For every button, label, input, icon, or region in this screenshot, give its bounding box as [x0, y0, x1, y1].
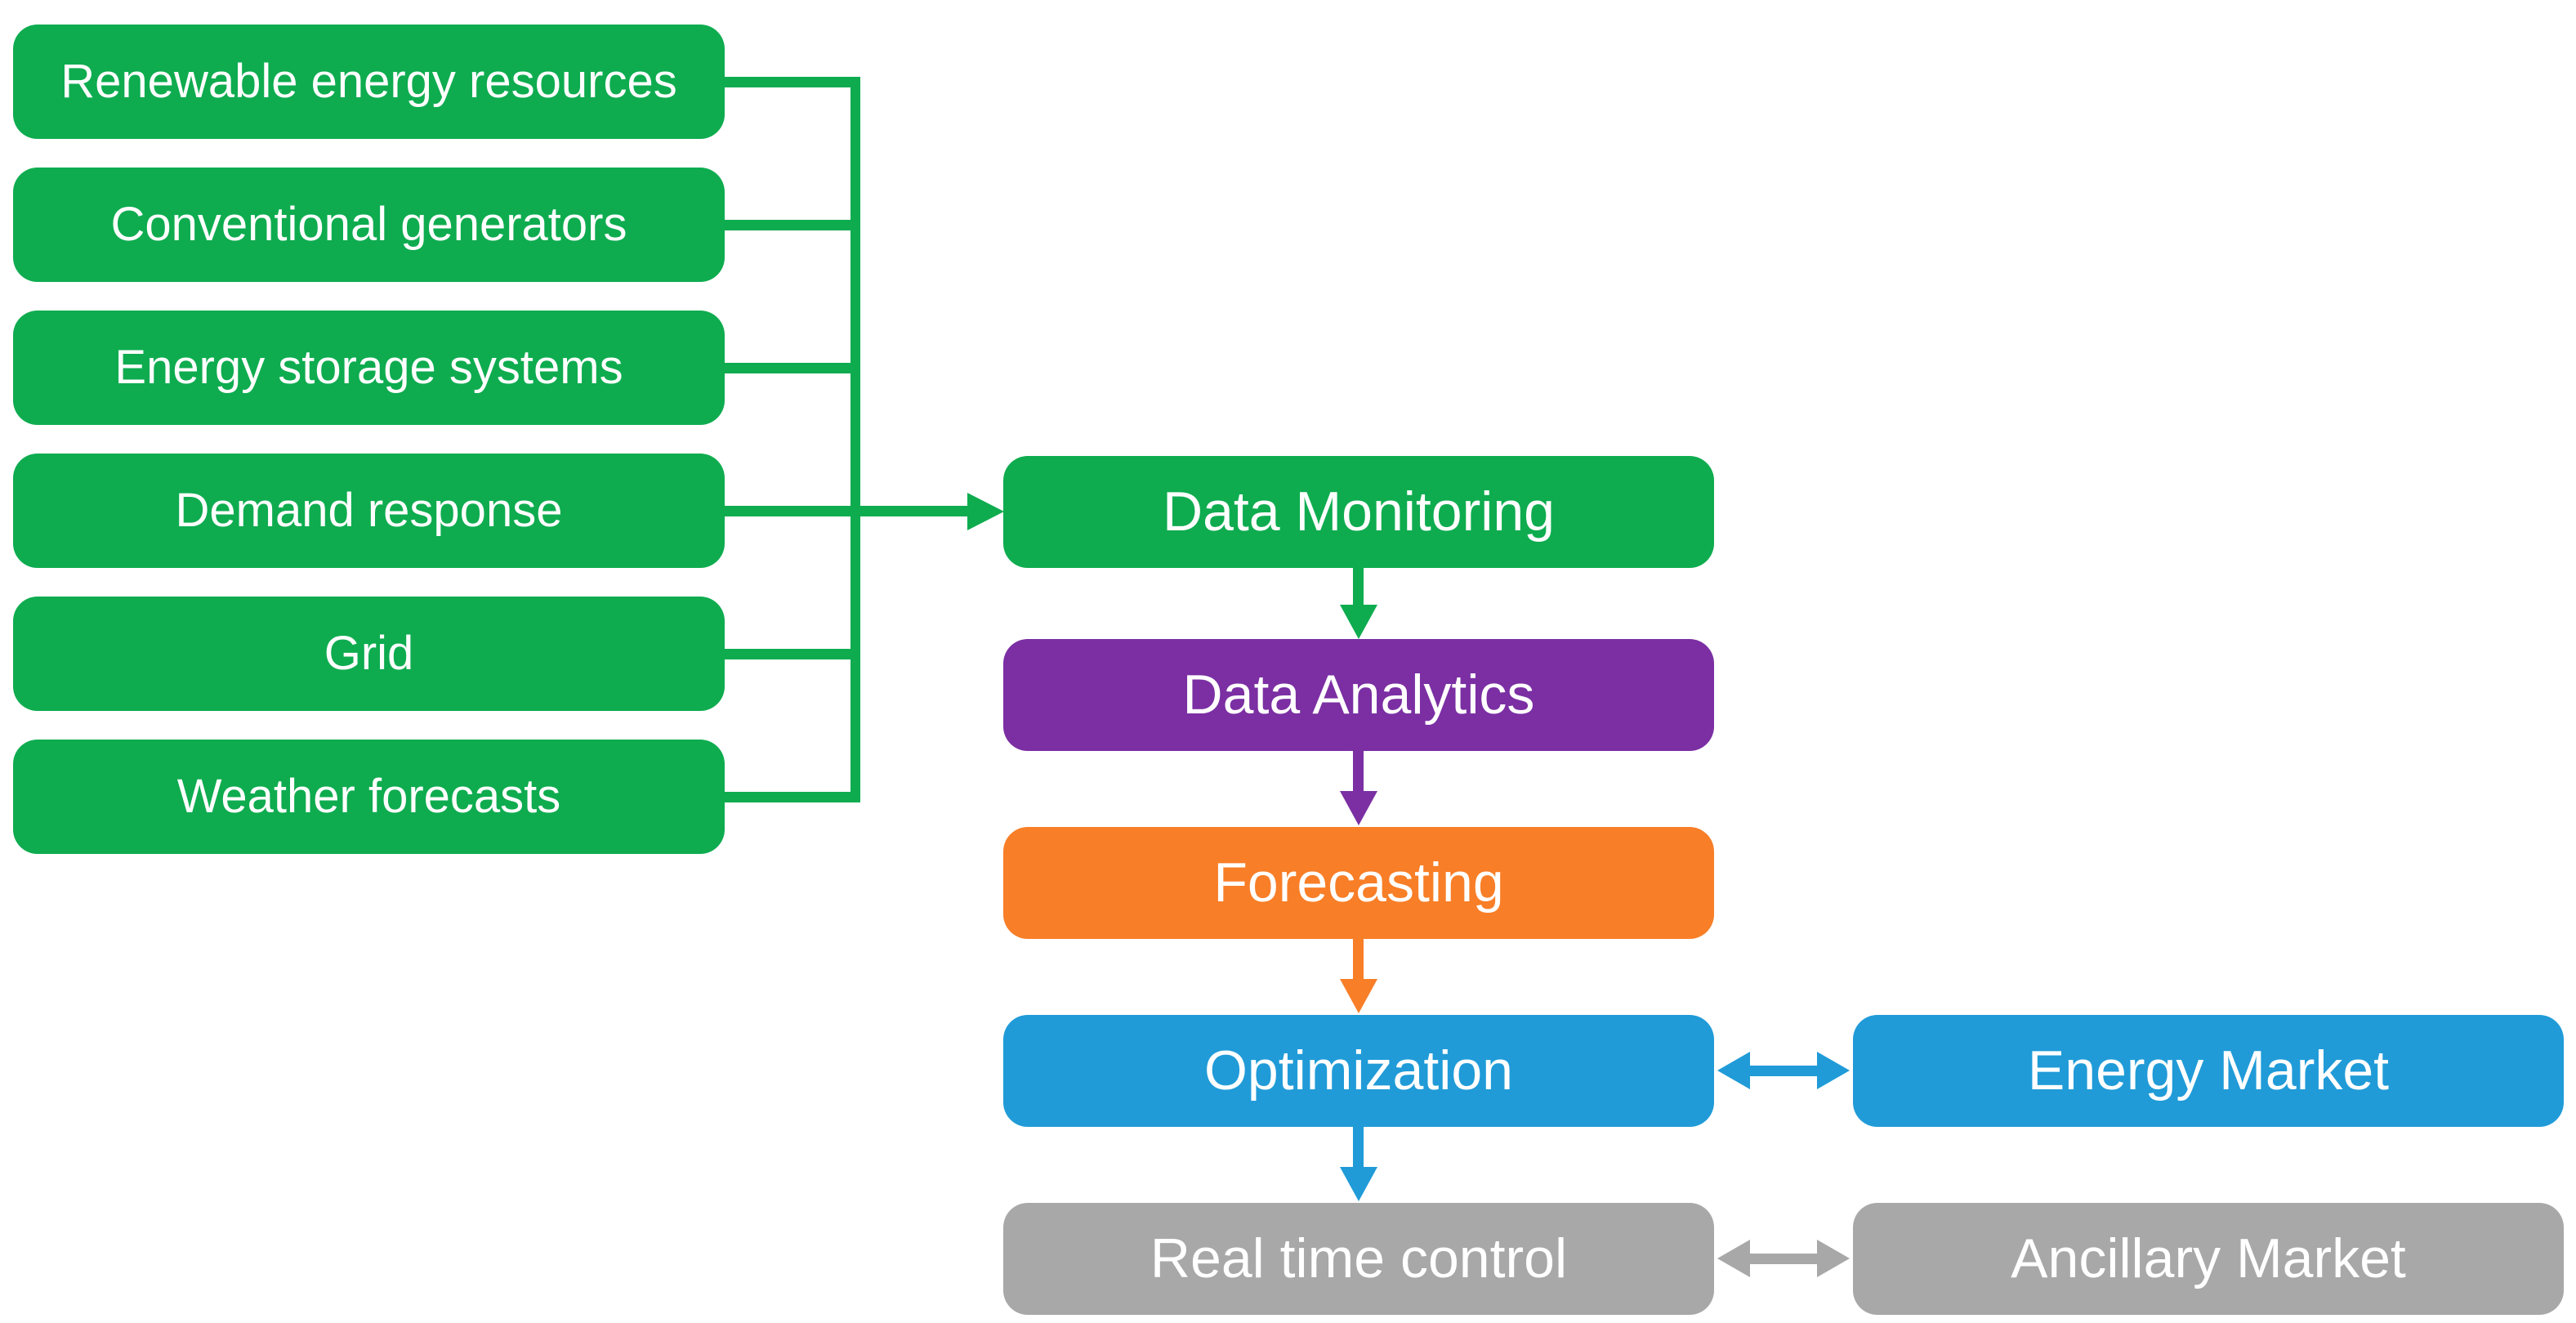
connector-renewable-to-bus	[719, 77, 860, 87]
arrow-forecasting-to-optimization-head	[1340, 979, 1377, 1013]
pipeline-label: Optimization	[1204, 1039, 1513, 1102]
pipeline-box-forecasting: Forecasting	[1003, 827, 1714, 939]
double-arrow-realtime-ancillary-market-right-head	[1817, 1240, 1850, 1277]
connector-weather-to-bus	[719, 792, 860, 802]
pipeline-box-data-monitoring: Data Monitoring	[1003, 456, 1714, 568]
pipeline-label: Data Analytics	[1182, 664, 1535, 726]
pipeline-box-real-time-control: Real time control	[1003, 1203, 1714, 1315]
connector-storage-to-bus	[719, 363, 860, 373]
double-arrow-optimization-energy-market-right-head	[1817, 1052, 1850, 1089]
arrow-monitoring-to-analytics-shaft	[1353, 568, 1364, 605]
source-label: Renewable energy resources	[60, 55, 677, 109]
double-arrow-realtime-ancillary-market-shaft	[1748, 1254, 1819, 1264]
arrow-sources-to-data-monitoring-head	[967, 493, 1004, 530]
source-box-renewable-energy-resources: Renewable energy resources	[13, 25, 725, 139]
pipeline-box-data-analytics: Data Analytics	[1003, 639, 1714, 751]
pipeline-box-optimization: Optimization	[1003, 1015, 1714, 1127]
arrow-forecasting-to-optimization-shaft	[1353, 939, 1364, 979]
market-label: Energy Market	[2027, 1039, 2390, 1102]
source-label: Conventional generators	[110, 198, 627, 252]
connector-conventional-to-bus	[719, 220, 860, 230]
arrow-optimization-to-realtime-shaft	[1353, 1127, 1364, 1167]
source-box-energy-storage-systems: Energy storage systems	[13, 311, 725, 425]
pipeline-label: Real time control	[1150, 1227, 1568, 1290]
arrow-monitoring-to-analytics-head	[1340, 605, 1377, 639]
source-box-weather-forecasts: Weather forecasts	[13, 740, 725, 854]
arrow-analytics-to-forecasting-shaft	[1353, 751, 1364, 791]
arrow-analytics-to-forecasting-head	[1340, 791, 1377, 825]
source-box-demand-response: Demand response	[13, 454, 725, 568]
source-label: Demand response	[175, 484, 563, 538]
arrow-optimization-to-realtime-head	[1340, 1167, 1377, 1201]
connector-grid-to-bus	[719, 649, 860, 659]
bus-line	[850, 77, 860, 802]
double-arrow-realtime-ancillary-market-left-head	[1717, 1240, 1750, 1277]
pipeline-label: Forecasting	[1213, 851, 1504, 914]
market-label: Ancillary Market	[2011, 1227, 2406, 1290]
source-box-conventional-generators: Conventional generators	[13, 168, 725, 282]
source-label: Energy storage systems	[114, 341, 623, 395]
pipeline-label: Data Monitoring	[1162, 480, 1556, 543]
market-box-ancillary-market: Ancillary Market	[1853, 1203, 2564, 1315]
source-label: Weather forecasts	[176, 770, 561, 824]
market-box-energy-market: Energy Market	[1853, 1015, 2564, 1127]
arrow-sources-to-data-monitoring-shaft	[719, 506, 968, 516]
double-arrow-optimization-energy-market-left-head	[1717, 1052, 1750, 1089]
source-box-grid: Grid	[13, 597, 725, 711]
source-label: Grid	[324, 627, 414, 681]
double-arrow-optimization-energy-market-shaft	[1748, 1066, 1819, 1076]
